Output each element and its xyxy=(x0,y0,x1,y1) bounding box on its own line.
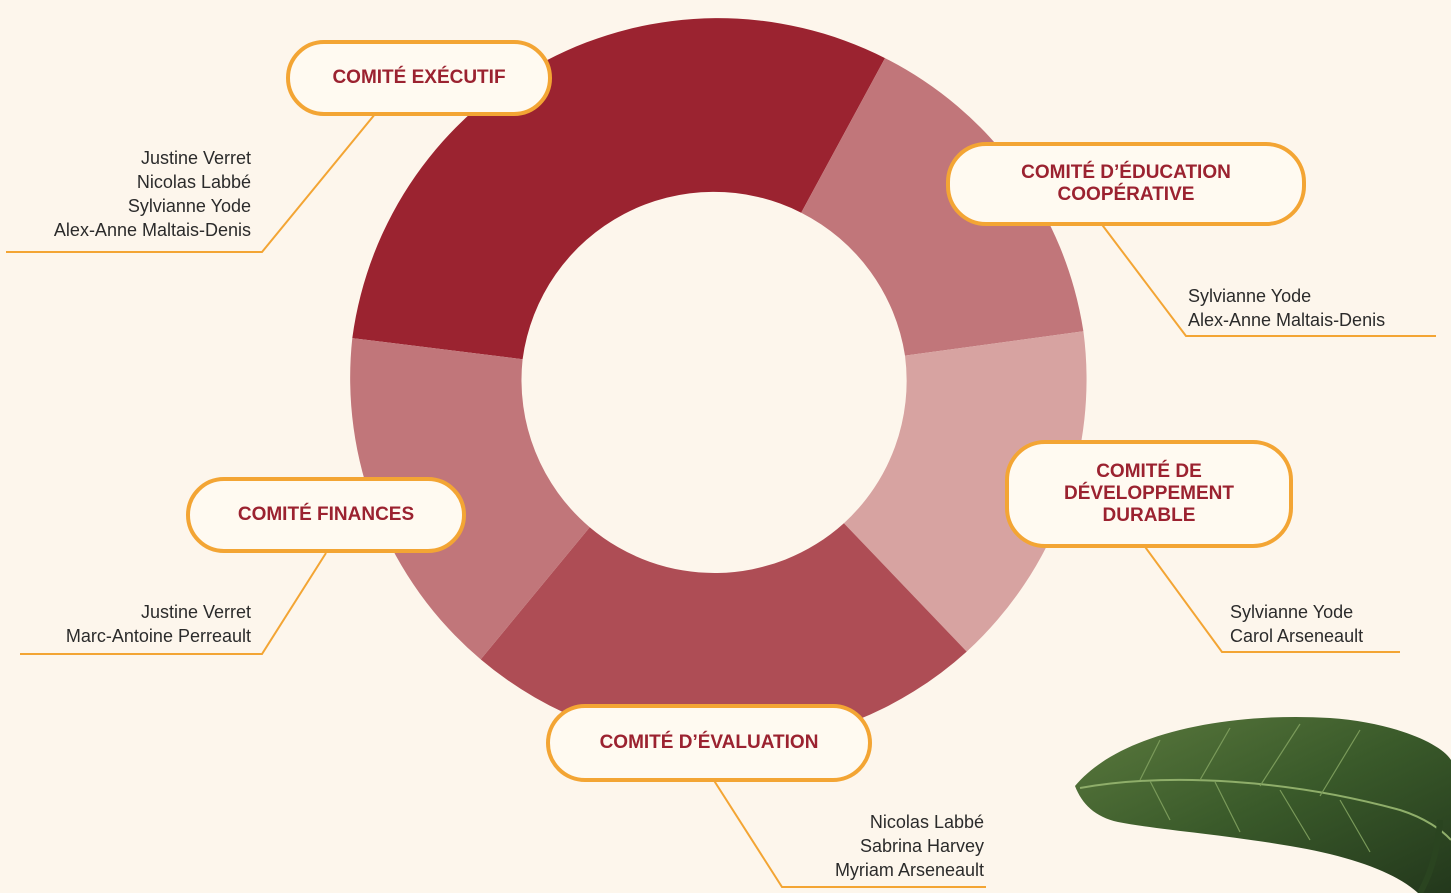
leaf-veins xyxy=(1139,723,1371,853)
committee-title-line: COMITÉ DE xyxy=(1096,461,1202,482)
committee-title-line: COOPÉRATIVE xyxy=(1057,184,1195,205)
member-name: Alex-Anne Maltais-Denis xyxy=(53,220,251,240)
member-name: Justine Verret xyxy=(140,148,251,168)
connector-evaluation xyxy=(705,767,986,888)
leaf-stem xyxy=(1417,819,1443,893)
connector-lines xyxy=(6,107,1436,888)
member-list-executif: Justine Verret Nicolas Labbé Sylvianne Y… xyxy=(54,146,251,242)
member-list-evaluation: Nicolas Labbé Sabrina Harvey Myriam Arse… xyxy=(835,810,984,882)
member-list-developpement: Sylvianne Yode Carol Arseneault xyxy=(1230,600,1363,648)
leaf-icon xyxy=(1075,716,1451,893)
committee-title-line: DÉVELOPPEMENT xyxy=(1064,483,1234,504)
committee-title-line: DURABLE xyxy=(1102,505,1196,526)
member-name: Alex-Anne Maltais-Denis xyxy=(1188,310,1386,330)
member-name: Nicolas Labbé xyxy=(136,172,251,192)
member-name: Justine Verret xyxy=(140,602,251,622)
committee-title-evaluation: COMITÉ D’ÉVALUATION xyxy=(546,704,872,782)
committee-title-education: COMITÉ D’ÉDUCATION COOPÉRATIVE xyxy=(946,142,1306,226)
segment-education xyxy=(801,58,1084,356)
connector-education xyxy=(1099,221,1436,337)
committee-title-finances: COMITÉ FINANCES xyxy=(186,477,466,553)
segment-evaluation xyxy=(480,523,967,747)
committee-title-evaluation-text: COMITÉ D’ÉVALUATION xyxy=(599,732,819,753)
segment-developpement xyxy=(843,331,1087,652)
member-name: Nicolas Labbé xyxy=(869,812,984,832)
committee-title-developpement: COMITÉ DE DÉVELOPPEMENT DURABLE xyxy=(1005,440,1293,548)
member-name: Myriam Arseneault xyxy=(834,860,984,880)
committee-title-executif: COMITÉ EXÉCUTIF xyxy=(286,40,552,116)
donut-ring xyxy=(350,18,1087,747)
member-name: Sylvianne Yode xyxy=(1188,286,1312,306)
member-name: Carol Arseneault xyxy=(1230,626,1364,646)
committee-title-line: COMITÉ D’ÉDUCATION xyxy=(1021,162,1231,183)
committee-title-education-text: COMITÉ D’ÉDUCATION COOPÉRATIVE xyxy=(1021,162,1231,206)
member-name: Sabrina Harvey xyxy=(859,836,984,856)
member-name: Sylvianne Yode xyxy=(127,196,251,216)
member-name: Marc-Antoine Perreault xyxy=(65,626,251,646)
connector-developpement xyxy=(1139,539,1400,653)
committee-title-developpement-text: COMITÉ DE DÉVELOPPEMENT DURABLE xyxy=(1064,461,1234,527)
connector-executif xyxy=(6,107,381,253)
member-list-finances: Justine Verret Marc-Antoine Perreault xyxy=(66,600,251,648)
leaf-midrib xyxy=(1079,778,1451,841)
segment-finances xyxy=(350,338,590,660)
member-name: Sylvianne Yode xyxy=(1230,602,1354,622)
leaf-blade xyxy=(1075,716,1451,893)
committee-title-finances-text: COMITÉ FINANCES xyxy=(237,504,415,525)
member-list-education: Sylvianne Yode Alex-Anne Maltais-Denis xyxy=(1188,284,1385,332)
connector-finances xyxy=(20,552,327,655)
committee-title-executif-text: COMITÉ EXÉCUTIF xyxy=(332,67,506,88)
